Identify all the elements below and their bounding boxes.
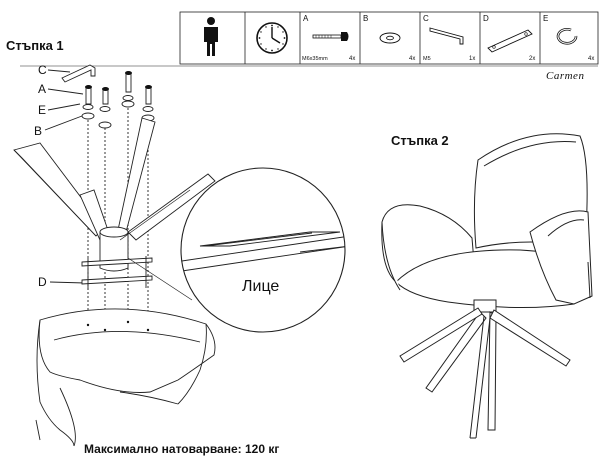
step-1-title: Стъпка 1	[6, 38, 64, 53]
label-b: B	[34, 124, 43, 138]
label-d: D	[38, 275, 47, 289]
part-d-qty: 2x	[529, 56, 536, 62]
step-2-title: Стъпка 2	[391, 133, 449, 148]
part-a-size: M6x35mm	[302, 56, 328, 62]
part-b-qty: 4x	[409, 56, 416, 62]
part-a-qty: 4x	[349, 56, 356, 62]
part-e-qty: 4x	[588, 56, 595, 62]
label-a: A	[38, 82, 47, 96]
label-e: E	[38, 103, 47, 117]
part-c-qty: 1x	[469, 56, 476, 62]
label-c: C	[38, 63, 47, 77]
part-b-letter: B	[363, 14, 369, 23]
brand-name: Carmen	[546, 70, 585, 82]
part-e-letter: E	[543, 14, 549, 23]
face-side-label: Лице	[242, 278, 280, 295]
max-load-text: Максимално натоварване: 120 кг	[84, 442, 280, 456]
part-a-letter: A	[303, 14, 309, 23]
part-d-letter: D	[483, 14, 489, 23]
part-c-size: M5	[423, 56, 431, 62]
part-c-letter: C	[423, 14, 429, 23]
